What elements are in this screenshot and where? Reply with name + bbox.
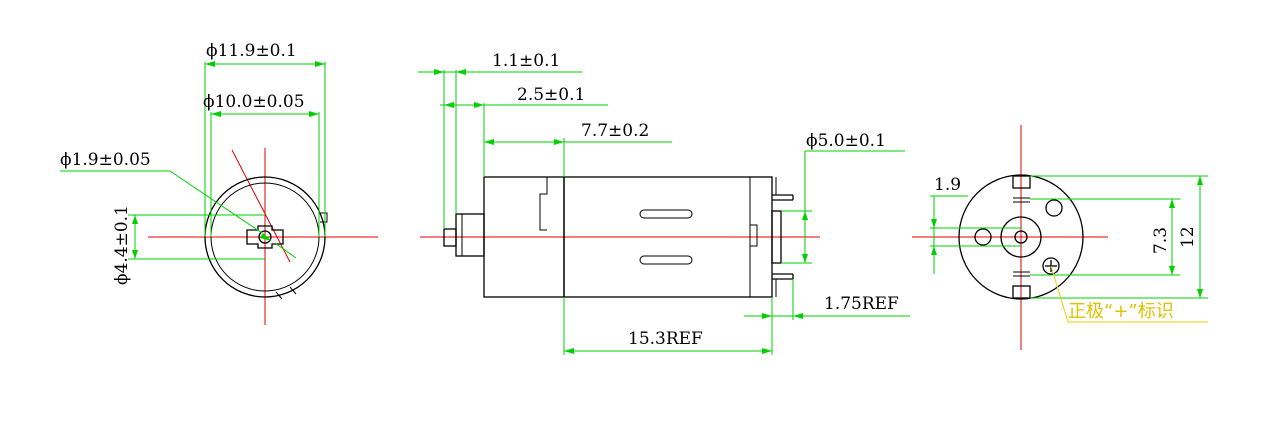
- side-arrow-terminal-top: [802, 211, 808, 220]
- rear-arrow-offset-bottom: [931, 246, 937, 255]
- rear-arrow-offset-top: [931, 219, 937, 228]
- rear-dim-terminal-pitch: 7.3: [1151, 227, 1171, 254]
- front-dim-boss-diameter: ϕ4.4±0.1: [112, 205, 132, 285]
- front-leader-shaft: [169, 170, 263, 234]
- front-arrow-inner-left: [211, 111, 221, 117]
- rear-dim-height: 12: [1178, 226, 1198, 248]
- front-arrow-shaft: [260, 233, 272, 241]
- front-centerline-diagonal: [231, 149, 291, 263]
- side-gearbox-step: [539, 177, 548, 231]
- rear-hole-left: [974, 228, 992, 246]
- front-arrow-boss-top: [132, 215, 138, 224]
- front-rim-notch-bottom: [275, 286, 297, 300]
- side-arrow-boss-left: [444, 102, 454, 108]
- front-arrow-outer-left: [205, 61, 215, 67]
- rear-arrow-height-top: [1197, 176, 1203, 185]
- rear-terminal-tab-top: [1012, 175, 1031, 189]
- rear-view: 1.9 7.3 12 正极“+”标识: [912, 125, 1208, 350]
- side-arrow-body-right: [762, 348, 772, 354]
- side-boss: [455, 213, 485, 257]
- side-arrow-terminal-right: [793, 313, 803, 319]
- front-leader-shaft-tail: [274, 242, 297, 259]
- rear-arrow-pitch-bottom: [1169, 266, 1175, 275]
- front-dim-shaft-diameter: ϕ1.9±0.05: [60, 150, 151, 170]
- side-arrow-body-left: [564, 348, 574, 354]
- side-dim-terminal-length: 1.75REF: [824, 294, 899, 314]
- front-view: ϕ11.9±0.1 ϕ10.0±0.05 ϕ1.9±0.05 ϕ4.4±0.1: [60, 41, 378, 325]
- side-dim-gearbox-length: 7.7±0.2: [581, 121, 649, 141]
- side-dim-terminal-spacing: ϕ5.0±0.1: [806, 131, 886, 151]
- side-arrow-gearbox-left: [484, 139, 494, 145]
- rear-positive-mark-circle: [1042, 257, 1060, 275]
- side-dim-body-length: 15.3REF: [628, 329, 703, 349]
- front-arrow-inner-right: [309, 111, 319, 117]
- rear-bearing-inner: [1014, 230, 1028, 244]
- rear-leader-positive: [1050, 265, 1069, 323]
- front-dim-inner-diameter: ϕ10.0±0.05: [203, 92, 305, 112]
- side-arrow-gearbox-right: [554, 139, 564, 145]
- front-rim-notch-right: [320, 212, 328, 223]
- rear-arrow-height-bottom: [1197, 289, 1203, 298]
- side-rear-bushing: [771, 210, 782, 264]
- front-dim-outer-diameter: ϕ11.9±0.1: [206, 41, 297, 61]
- rear-arrow-pitch-top: [1169, 199, 1175, 208]
- front-shaft-hole: [258, 230, 272, 244]
- side-view: 1.1±0.1 2.5±0.1 7.7±0.2 ϕ5.0±0.1 15.3REF: [418, 51, 910, 355]
- side-dim-shaft-length: 1.1±0.1: [492, 51, 560, 71]
- side-slot-lower: [639, 255, 693, 265]
- rear-dim-offset: 1.9: [934, 175, 961, 195]
- rear-positive-mark-note: 正极“+”标识: [1068, 301, 1174, 322]
- side-endcap-notch: [750, 224, 758, 247]
- side-dim-boss-length: 2.5±0.1: [517, 85, 585, 105]
- side-arrow-terminal-left: [762, 313, 772, 319]
- front-arrow-outer-right: [315, 61, 325, 67]
- side-arrow-shaft-right: [456, 69, 466, 75]
- front-arrow-boss-bottom: [132, 250, 138, 259]
- side-arrow-shaft-left: [434, 69, 444, 75]
- side-slot-upper: [639, 209, 693, 219]
- front-shaft-cross: [246, 225, 284, 249]
- side-arrow-boss-right: [474, 102, 484, 108]
- rear-bearing-outer: [1000, 216, 1042, 258]
- side-arrow-terminal-bottom: [802, 254, 808, 263]
- rear-hole-upper-right: [1045, 199, 1063, 217]
- rear-terminal-tab-bottom: [1012, 285, 1031, 299]
- rear-outer-housing: [958, 174, 1084, 300]
